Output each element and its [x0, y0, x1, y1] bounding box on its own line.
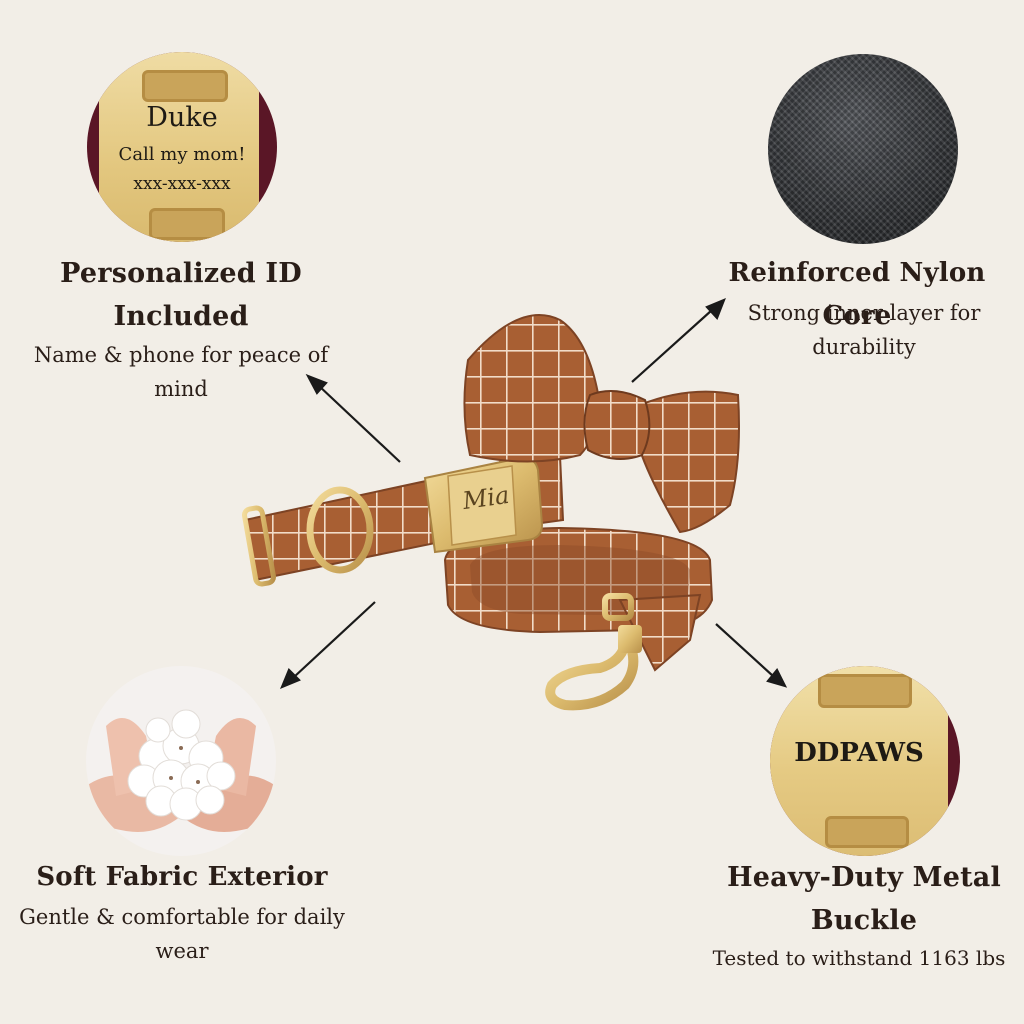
collar-buckle: [423, 456, 544, 554]
buckle-brand: DDPAWS: [794, 738, 924, 768]
fabric-desc: Gentle & comfortable for daily wear: [0, 900, 364, 968]
callout-arrows: [279, 298, 788, 690]
personalized-title-line1: Personalized ID: [60, 258, 302, 289]
nylon-desc-line2: durability: [812, 335, 916, 359]
buckle-title: Heavy-Duty Metal Buckle: [704, 856, 1024, 942]
leash: [443, 526, 714, 672]
personalized-desc-line1: Name & phone for peace of: [33, 343, 329, 367]
fabric-title: Soft Fabric Exterior: [36, 862, 328, 892]
nylon-desc: Strong inner layer for durability: [704, 296, 1024, 364]
tag-phone: xxx-xxx-xxx: [133, 174, 231, 194]
tag-message: Call my mom!: [118, 144, 246, 165]
cotton-hands-illustration: [86, 709, 276, 832]
personalized-id-image: Duke Call my mom! xxx-xxx-xxx: [87, 52, 277, 242]
metal-buckle-image: DDPAWS: [770, 666, 960, 856]
fabric-desc-line2: wear: [155, 939, 209, 963]
buckle-slot-bottom: [825, 816, 909, 848]
cotton-image: [86, 666, 276, 856]
personalized-title: Personalized ID Included: [20, 252, 342, 338]
personalized-desc-line2: mind: [154, 377, 208, 401]
nylon-title: Reinforced Nylon Core: [728, 258, 986, 331]
tag-slot-top: [142, 70, 228, 102]
buckle-title-line2: Buckle: [810, 905, 918, 936]
buckle-desc: Tested to withstand 1163 lbs: [712, 946, 1006, 970]
buckle-title-line1: Heavy-Duty Metal: [727, 862, 1001, 893]
nylon-texture-image: [768, 54, 958, 244]
bow-tie: [463, 314, 740, 534]
leash-hook: [545, 593, 642, 711]
nylon-desc-line1: Strong inner layer for: [747, 301, 981, 325]
buckle-slot-top: [818, 674, 912, 708]
tag-name: Duke: [146, 102, 218, 133]
personalized-desc: Name & phone for peace of mind: [8, 338, 354, 406]
tag-slot-bottom: [149, 208, 225, 240]
personalized-title-line2: Included: [113, 301, 249, 332]
fabric-desc-line1: Gentle & comfortable for daily: [19, 905, 345, 929]
